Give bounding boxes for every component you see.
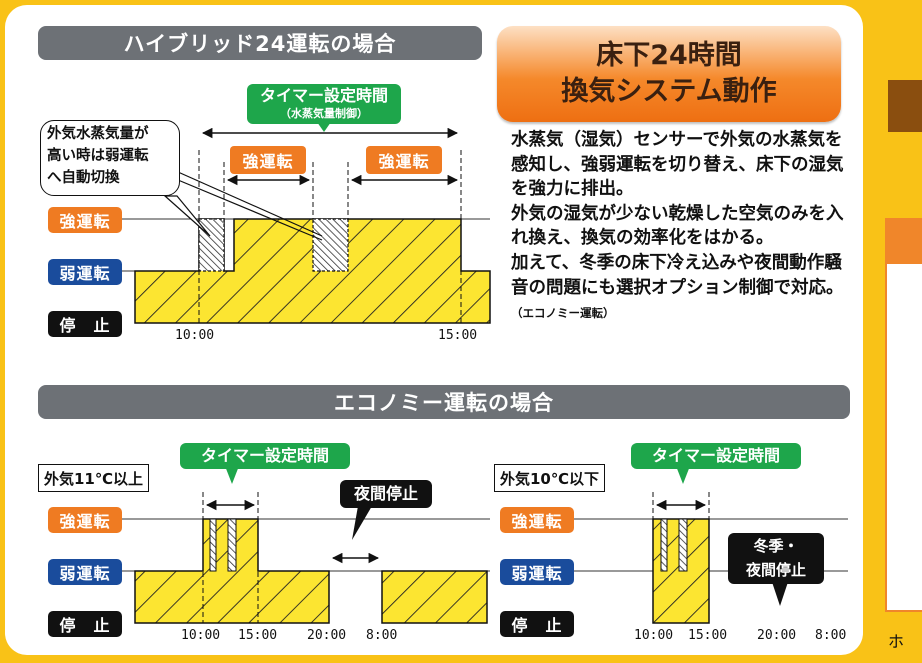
hybrid-timer-label: タイマー設定時間 <box>259 86 388 105</box>
econ-left-tick-3: 20:00 <box>307 628 347 643</box>
hybrid-strong-tag-1: 強運転 <box>230 146 306 174</box>
econ-right-winter-line-1: 冬季・ <box>753 537 799 555</box>
title-line-1: 床下24時間 <box>596 40 742 71</box>
econ-right-tick-3: 20:00 <box>757 628 797 643</box>
callout-line-3: へ自動切換 <box>47 170 120 186</box>
econ-right-level-stop: 停 止 <box>500 611 574 637</box>
description-p3: 加えて、冬季の床下冷え込みや夜間動作騒音の問題にも選択オプション制御で対応。 （エ… <box>511 251 847 326</box>
econ-left-condition: 外気11℃以上 <box>38 464 150 492</box>
callout-line-2: 高い時は弱運転 <box>47 148 149 164</box>
system-title-box: 床下24時間 換気システム動作 <box>497 26 841 122</box>
hybrid-timer-tag: タイマー設定時間 （水蒸気量制御） <box>247 84 401 124</box>
hybrid-strong-tag-2: 強運転 <box>366 146 442 174</box>
econ-right-tick-4: 8:00 <box>815 628 847 643</box>
econ-left-level-strong: 強運転 <box>48 507 122 533</box>
hybrid-section-header: ハイブリッド24運転の場合 <box>38 26 482 60</box>
econ-right-tick-2: 15:00 <box>688 628 728 643</box>
econ-left-night-tag: 夜間停止 <box>340 480 432 508</box>
hybrid-callout: 外気水蒸気量が 高い時は弱運転 へ自動切換 <box>40 120 180 196</box>
side-brown-box <box>888 80 922 132</box>
hybrid-tick-end: 15:00 <box>438 328 478 343</box>
econ-left-level-stop: 停 止 <box>48 611 122 637</box>
callout-pointer-2 <box>177 171 323 237</box>
econ-right-condition: 外気10℃以下 <box>494 464 606 492</box>
description-p3-text: 加えて、冬季の床下冷え込みや夜間動作騒音の問題にも選択オプション制御で対応。 <box>511 252 844 298</box>
hybrid-timer-pointer <box>317 122 331 132</box>
econ-left-tick-1: 10:00 <box>181 628 221 643</box>
econ-right-timer-tag: タイマー設定時間 <box>631 443 801 469</box>
econ-right-tick-1: 10:00 <box>634 628 674 643</box>
side-text: ホ <box>888 632 905 651</box>
econ-left-timer-tag: タイマー設定時間 <box>180 443 350 469</box>
description-p2: 外気の湿気が少ない乾燥した空気のみを入れ換え、換気の効率化をはかる。 <box>511 203 844 249</box>
callout-line-1: 外気水蒸気量が <box>47 126 149 142</box>
hybrid-level-strong: 強運転 <box>48 207 122 233</box>
econ-right-level-strong: 強運転 <box>500 507 574 533</box>
side-frame-top <box>887 220 922 264</box>
econ-right-winter-tag: 冬季・ 夜間停止 <box>728 533 824 584</box>
hybrid-level-weak: 弱運転 <box>48 259 122 285</box>
description-p3-note: （エコノミー運転） <box>511 306 615 321</box>
hybrid-tick-start: 10:00 <box>175 328 215 343</box>
side-frame <box>885 218 922 612</box>
econ-right-level-weak: 弱運転 <box>500 559 574 585</box>
econ-left-level-weak: 弱運転 <box>48 559 122 585</box>
economy-left-chart <box>112 466 490 624</box>
description: 水蒸気（湿気）センサーで外気の水蒸気を感知し、強弱運転を切り替え、床下の湿気を強… <box>511 128 847 326</box>
economy-section-header: エコノミー運転の場合 <box>38 385 850 419</box>
econ-right-winter-line-2: 夜間停止 <box>745 561 806 579</box>
callout-pointer-1 <box>163 195 211 237</box>
description-p1: 水蒸気（湿気）センサーで外気の水蒸気を感知し、強弱運転を切り替え、床下の湿気を強… <box>511 130 844 200</box>
hybrid-timer-sub: （水蒸気量制御） <box>280 107 368 120</box>
hybrid-chart <box>112 122 491 324</box>
title-line-2: 換気システム動作 <box>561 76 777 107</box>
econ-left-area-2 <box>381 570 488 624</box>
hybrid-level-stop: 停 止 <box>48 311 122 337</box>
econ-left-tick-4: 8:00 <box>366 628 398 643</box>
hybrid-auto-weak-2 <box>312 218 349 272</box>
econ-left-tick-2: 15:00 <box>238 628 278 643</box>
